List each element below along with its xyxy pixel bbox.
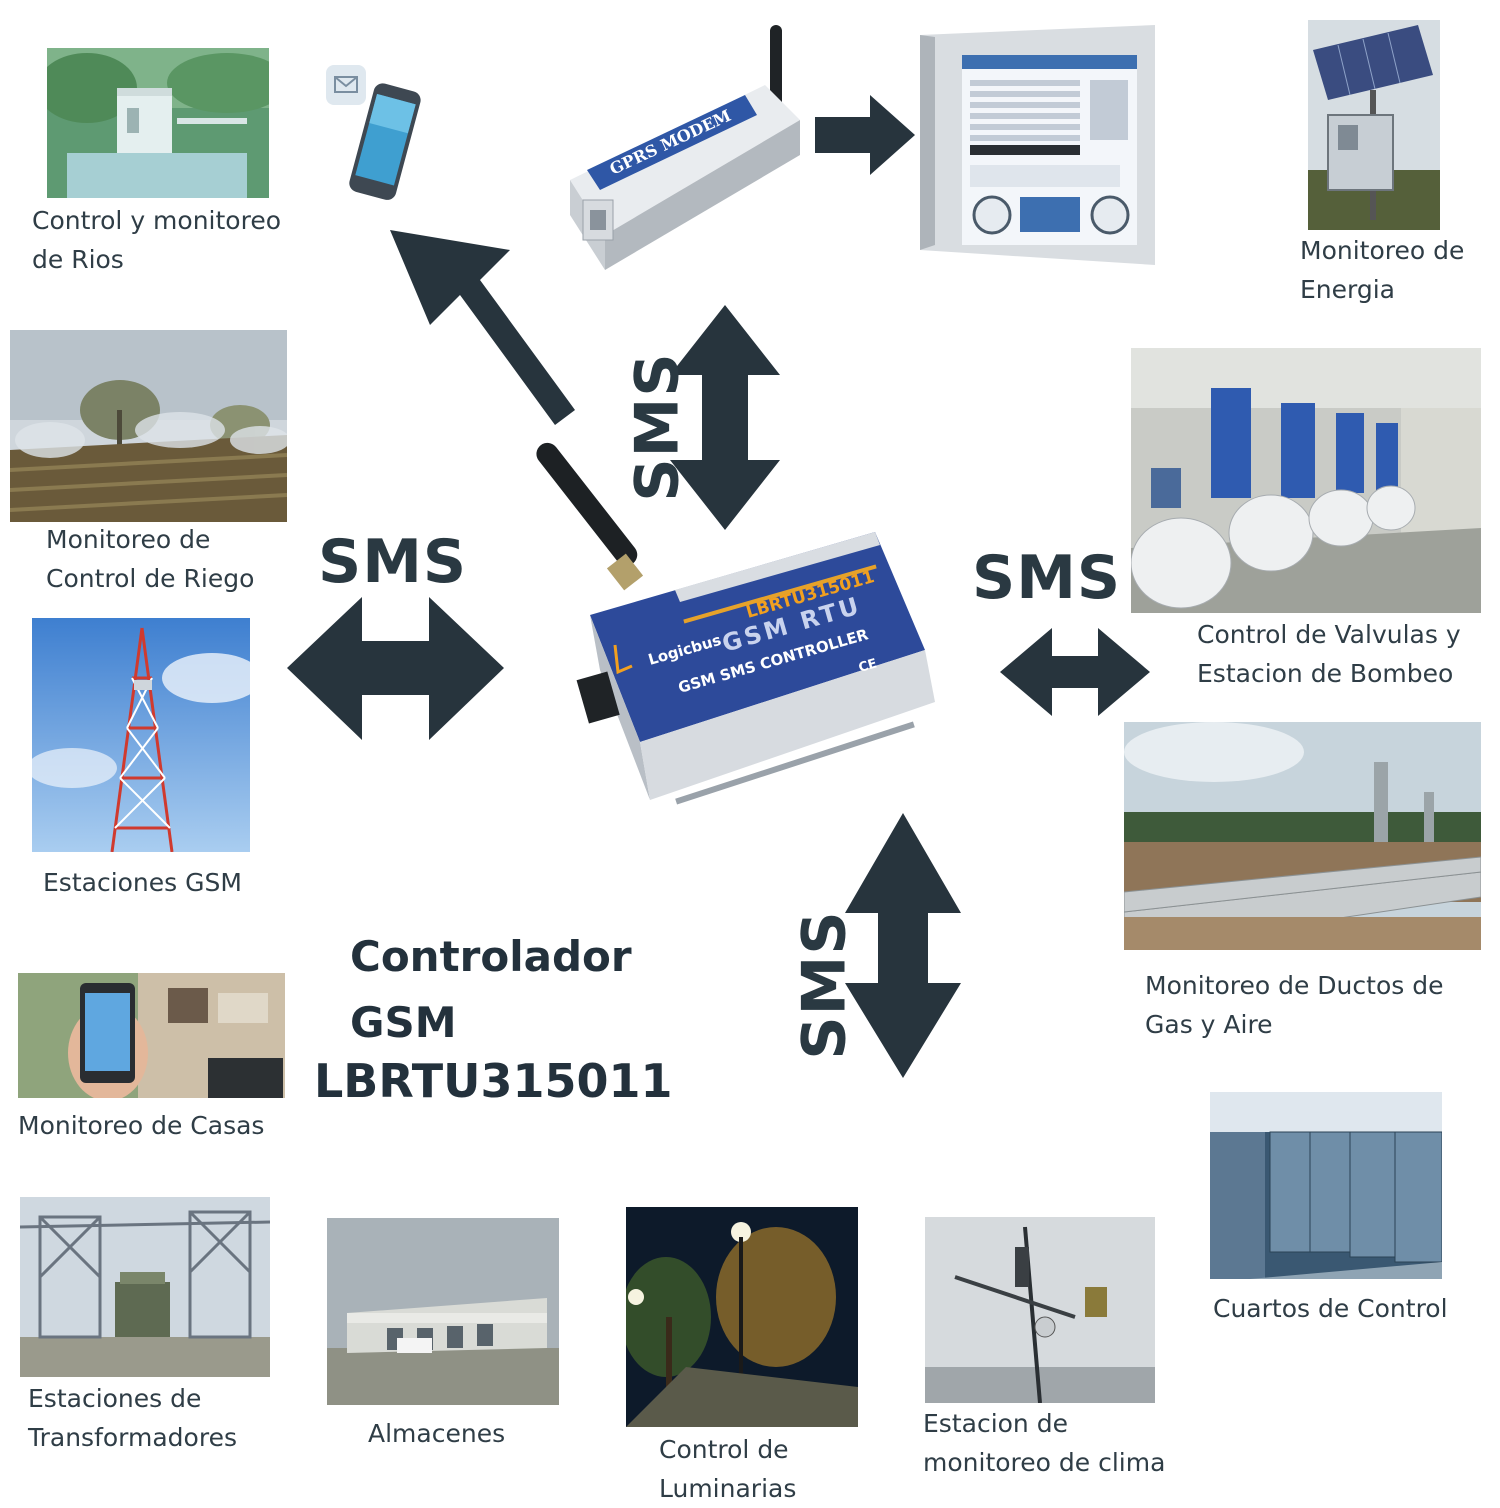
smartphone-image: [322, 55, 422, 205]
sms-label-top: SMS: [622, 352, 693, 502]
arrow-right-double: [1000, 628, 1150, 716]
caption-gsm: Estaciones GSM: [43, 868, 242, 897]
controller-title-line2: GSM: [350, 998, 457, 1047]
energia-photo: [1308, 20, 1440, 230]
antenna-icon: [536, 442, 644, 591]
arrow-to-phone: [380, 220, 590, 440]
valvulas-photo: [1131, 348, 1481, 613]
arrow-left-double: [287, 597, 504, 740]
luminarias-photo: [626, 1207, 858, 1427]
controller-title-line3: LBRTU315011: [314, 1054, 673, 1108]
logo-icon: [613, 644, 633, 675]
sms-label-left: SMS: [318, 527, 468, 597]
ductos-photo: [1124, 722, 1481, 950]
casas-photo: [18, 973, 285, 1098]
sms-label-right: SMS: [972, 543, 1122, 613]
device-cert: CE: [857, 656, 879, 675]
controller-title-line1: Controlador: [350, 932, 632, 981]
almacenes-photo: [327, 1218, 559, 1405]
gsm-tower-photo: [32, 618, 250, 852]
rios-photo: [47, 48, 269, 198]
sms-label-bottom: SMS: [789, 910, 860, 1060]
clima-photo: [925, 1217, 1155, 1403]
caption-almacenes: Almacenes: [368, 1419, 506, 1448]
caption-casas: Monitoreo de Casas: [18, 1111, 265, 1140]
riego-photo: [10, 330, 287, 522]
cuartos-photo: [1210, 1092, 1442, 1279]
arrow-modem-device: [668, 305, 783, 530]
caption-cuartos: Cuartos de Control: [1213, 1294, 1448, 1323]
transformadores-photo: [20, 1197, 270, 1377]
arrow-bottom-double: [843, 813, 963, 1078]
monitor-image: [920, 25, 1155, 265]
arrow-to-monitor: [815, 95, 920, 175]
gprs-modem-image: GPRS MODEM: [565, 25, 815, 275]
gsm-rtu-device: LBRTU315011 GSM RTU Logicbus GSM SMS CON…: [520, 440, 940, 810]
